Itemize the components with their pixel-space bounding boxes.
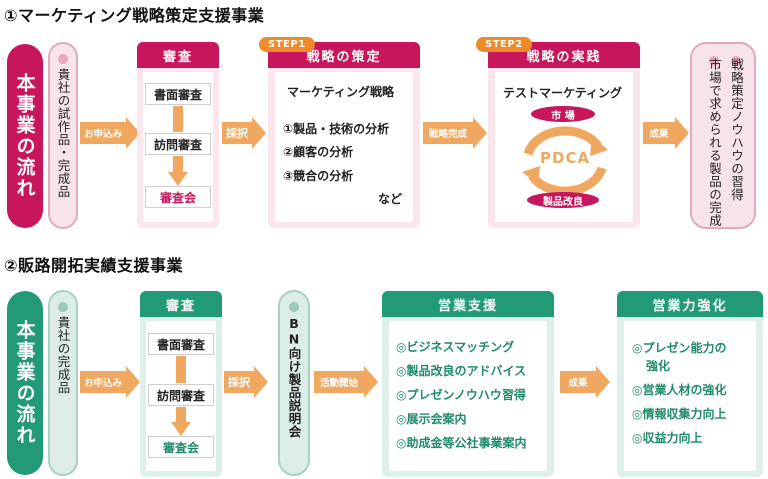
section2-review-heading: 審査 [140,291,222,317]
section2-review-committee: 審査会 [148,436,214,458]
section2-arrow-result: 成果 [560,366,610,398]
section2-strength-item-2: ◎営業人材の強化 [632,383,727,397]
section1-review-visit: 訪問審査 [145,133,211,155]
section1-input-dot [58,54,68,64]
section2-flow-label-text: 本事業の流れ [13,320,36,446]
section2-bn-text: BN向け製品説明会 [286,316,302,438]
section2-input-text: 貴社の完成品 [55,316,71,394]
section1-pdca-label: PDCA [540,149,591,167]
section2-arrow-select: 採択 [224,366,268,398]
section1-strategy-heading: 戦略の策定 [268,42,420,68]
section2-sales-heading: 営業支援 [382,291,554,317]
section1-arrow-apply: お申込み [80,117,140,149]
section1-arrow-select: 採択 [222,117,266,149]
section2-title: ②販路開拓実績支援事業 [4,256,184,275]
section1-arrow-result: 成果 [643,117,689,149]
section1-arrow-done: 戦略完成 [423,117,487,149]
section1-arrow-select-label: 採択 [222,122,252,144]
section2-strength-item-1b: 強化 [646,359,671,373]
section1-strategy-inner [275,72,413,222]
section2-arrow-start: 活動開始 [314,366,378,398]
section2-arrow-result-label: 成果 [560,371,596,393]
section2-sales-item-3: ◎プレゼンノウハウ習得 [396,388,526,402]
section1-output-line-2: 市場で求められる製品の完成 [707,58,722,227]
section1-market-label: 市 場 [531,106,595,122]
section2-strength-heading: 営業力強化 [617,291,763,317]
section2-strength-item-4: ◎収益力向上 [632,431,703,445]
section1-strategy-item-3: ③競合の分析 [283,169,354,183]
section1-flow-label: 本事業の流れ [7,44,43,228]
section1-step2-badge: STEP2 [476,37,532,52]
section1-practice-subtitle: テストマーケティング [503,86,623,100]
section2-sales-inner [389,321,547,471]
section1-input-text: 貴社の試作品・完成品 [55,68,71,198]
section1-pdca-cycle [522,126,608,196]
section2-strength-item-1: ◎プレゼン能力の [632,341,727,355]
section2-review-arrows [171,356,191,436]
section1-strategy-item-2: ②顧客の分析 [283,145,354,159]
section1-review-doc: 書面審査 [145,83,211,105]
section1-arrow-apply-label: お申込み [80,122,126,144]
section2-sales-item-5: ◎助成金等公社事業案内 [396,436,527,450]
section2-review-visit: 訪問審査 [148,384,214,406]
section2-input-dot [58,302,68,312]
section1-practice-heading: 戦略の実践 [488,42,640,68]
section1-output-capsule: 戦略策定ノウハウの習得 市場で求められる製品の完成 [690,42,756,229]
section1-flow-label-text: 本事業の流れ [13,73,36,199]
section1-strategy-subtitle: マーケティング戦略 [287,85,395,99]
section2-sales-item-4: ◎展示会案内 [396,412,467,426]
section1-strategy-etc: など [378,192,403,206]
section1-input-capsule: 貴社の試作品・完成品 [48,42,78,229]
section1-strategy-item-1: ①製品・技術の分析 [283,122,390,136]
section2-input-capsule: 貴社の完成品 [48,290,78,476]
section2-strength-inner [624,321,756,471]
section2-arrow-apply-label: お申込み [80,371,126,393]
section1-arrow-done-label: 戦略完成 [423,122,473,144]
section2-review-doc: 書面審査 [148,333,214,355]
section1-review-committee: 審査会 [145,186,211,208]
section1-output-dot-2 [709,56,719,66]
section2-sales-item-1: ◎ビジネスマッチング [396,340,515,354]
section1-improve-label: 製品改良 [527,192,599,208]
section2-arrow-start-label: 活動開始 [314,371,364,393]
section2-bn-capsule: BN向け製品説明会 [278,290,310,476]
section2-flow-label: 本事業の流れ [7,291,43,475]
section2-sales-item-2: ◎製品改良のアドバイス [396,364,527,378]
section1-arrow-result-label: 成果 [643,122,675,144]
section1-title: ①マーケティング戦略策定支援事業 [4,6,265,25]
section1-review-arrows [168,106,188,186]
section2-strength-item-3: ◎情報収集力向上 [632,407,727,421]
section2-arrow-apply: お申込み [80,366,140,398]
section2-bn-dot [289,302,299,312]
section1-review-heading: 審査 [137,42,219,68]
section1-output-dot-1 [731,56,741,66]
section1-output-line-1: 戦略策定ノウハウの習得 [729,58,744,201]
section2-arrow-select-label: 採択 [224,371,254,393]
section1-step1-badge: STEP1 [259,37,315,52]
